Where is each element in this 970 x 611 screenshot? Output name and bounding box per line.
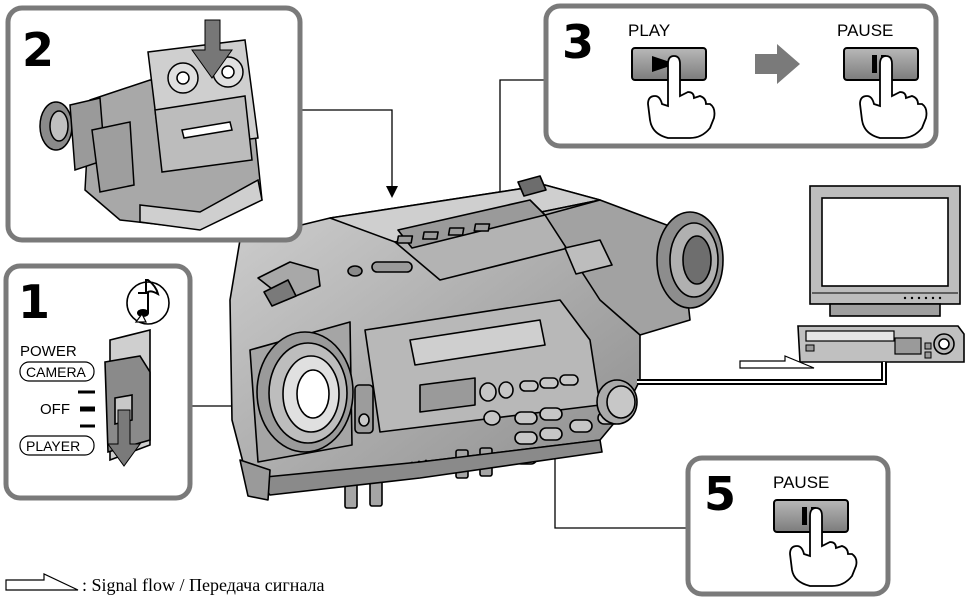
next-arrow-icon <box>755 44 800 84</box>
hand-press-icon <box>859 55 928 139</box>
off-label: OFF <box>40 401 70 418</box>
step1-number: 1 <box>18 275 50 329</box>
signal-flow-arrow-icon <box>739 355 815 369</box>
step3-panel: 3 PLAY PAUSE <box>543 3 939 149</box>
step1-panel: 1 POWER CAMERA OFF PLAYER <box>3 263 193 501</box>
hand-press-icon <box>647 55 716 139</box>
music-note-icon <box>126 279 170 325</box>
tv-vcr-illustration <box>797 185 965 363</box>
legend-text: : Signal flow / Передача сигнала <box>82 575 324 595</box>
power-label: POWER <box>20 343 77 360</box>
camcorder-illustration <box>229 175 724 509</box>
player-mode-label: PLAYER <box>26 438 80 454</box>
insert-arrow-icon <box>191 19 233 79</box>
connector-step3 <box>499 79 548 232</box>
play-label: PLAY <box>628 21 670 40</box>
pause-label-step5: PAUSE <box>773 473 829 492</box>
hand-press-icon <box>789 507 858 587</box>
step2-number: 2 <box>22 23 54 77</box>
camera-mode-label: CAMERA <box>26 364 87 380</box>
step2-panel: 2 <box>5 5 303 243</box>
step5-number: 5 <box>704 467 736 521</box>
camcorder-cassette-icon <box>39 39 263 231</box>
pause-label: PAUSE <box>837 21 893 40</box>
switch-down-arrow-icon <box>107 409 141 467</box>
legend: : Signal flow / Передача сигнала <box>5 573 324 595</box>
step5-panel: 5 PAUSE <box>685 455 891 597</box>
connector-step2 <box>302 109 393 190</box>
tv-speaker-dots <box>903 296 942 300</box>
tv-screen <box>821 197 949 287</box>
signal-flow-legend-icon <box>5 573 79 591</box>
step3-number: 3 <box>562 15 594 69</box>
tv-stand <box>829 303 941 317</box>
